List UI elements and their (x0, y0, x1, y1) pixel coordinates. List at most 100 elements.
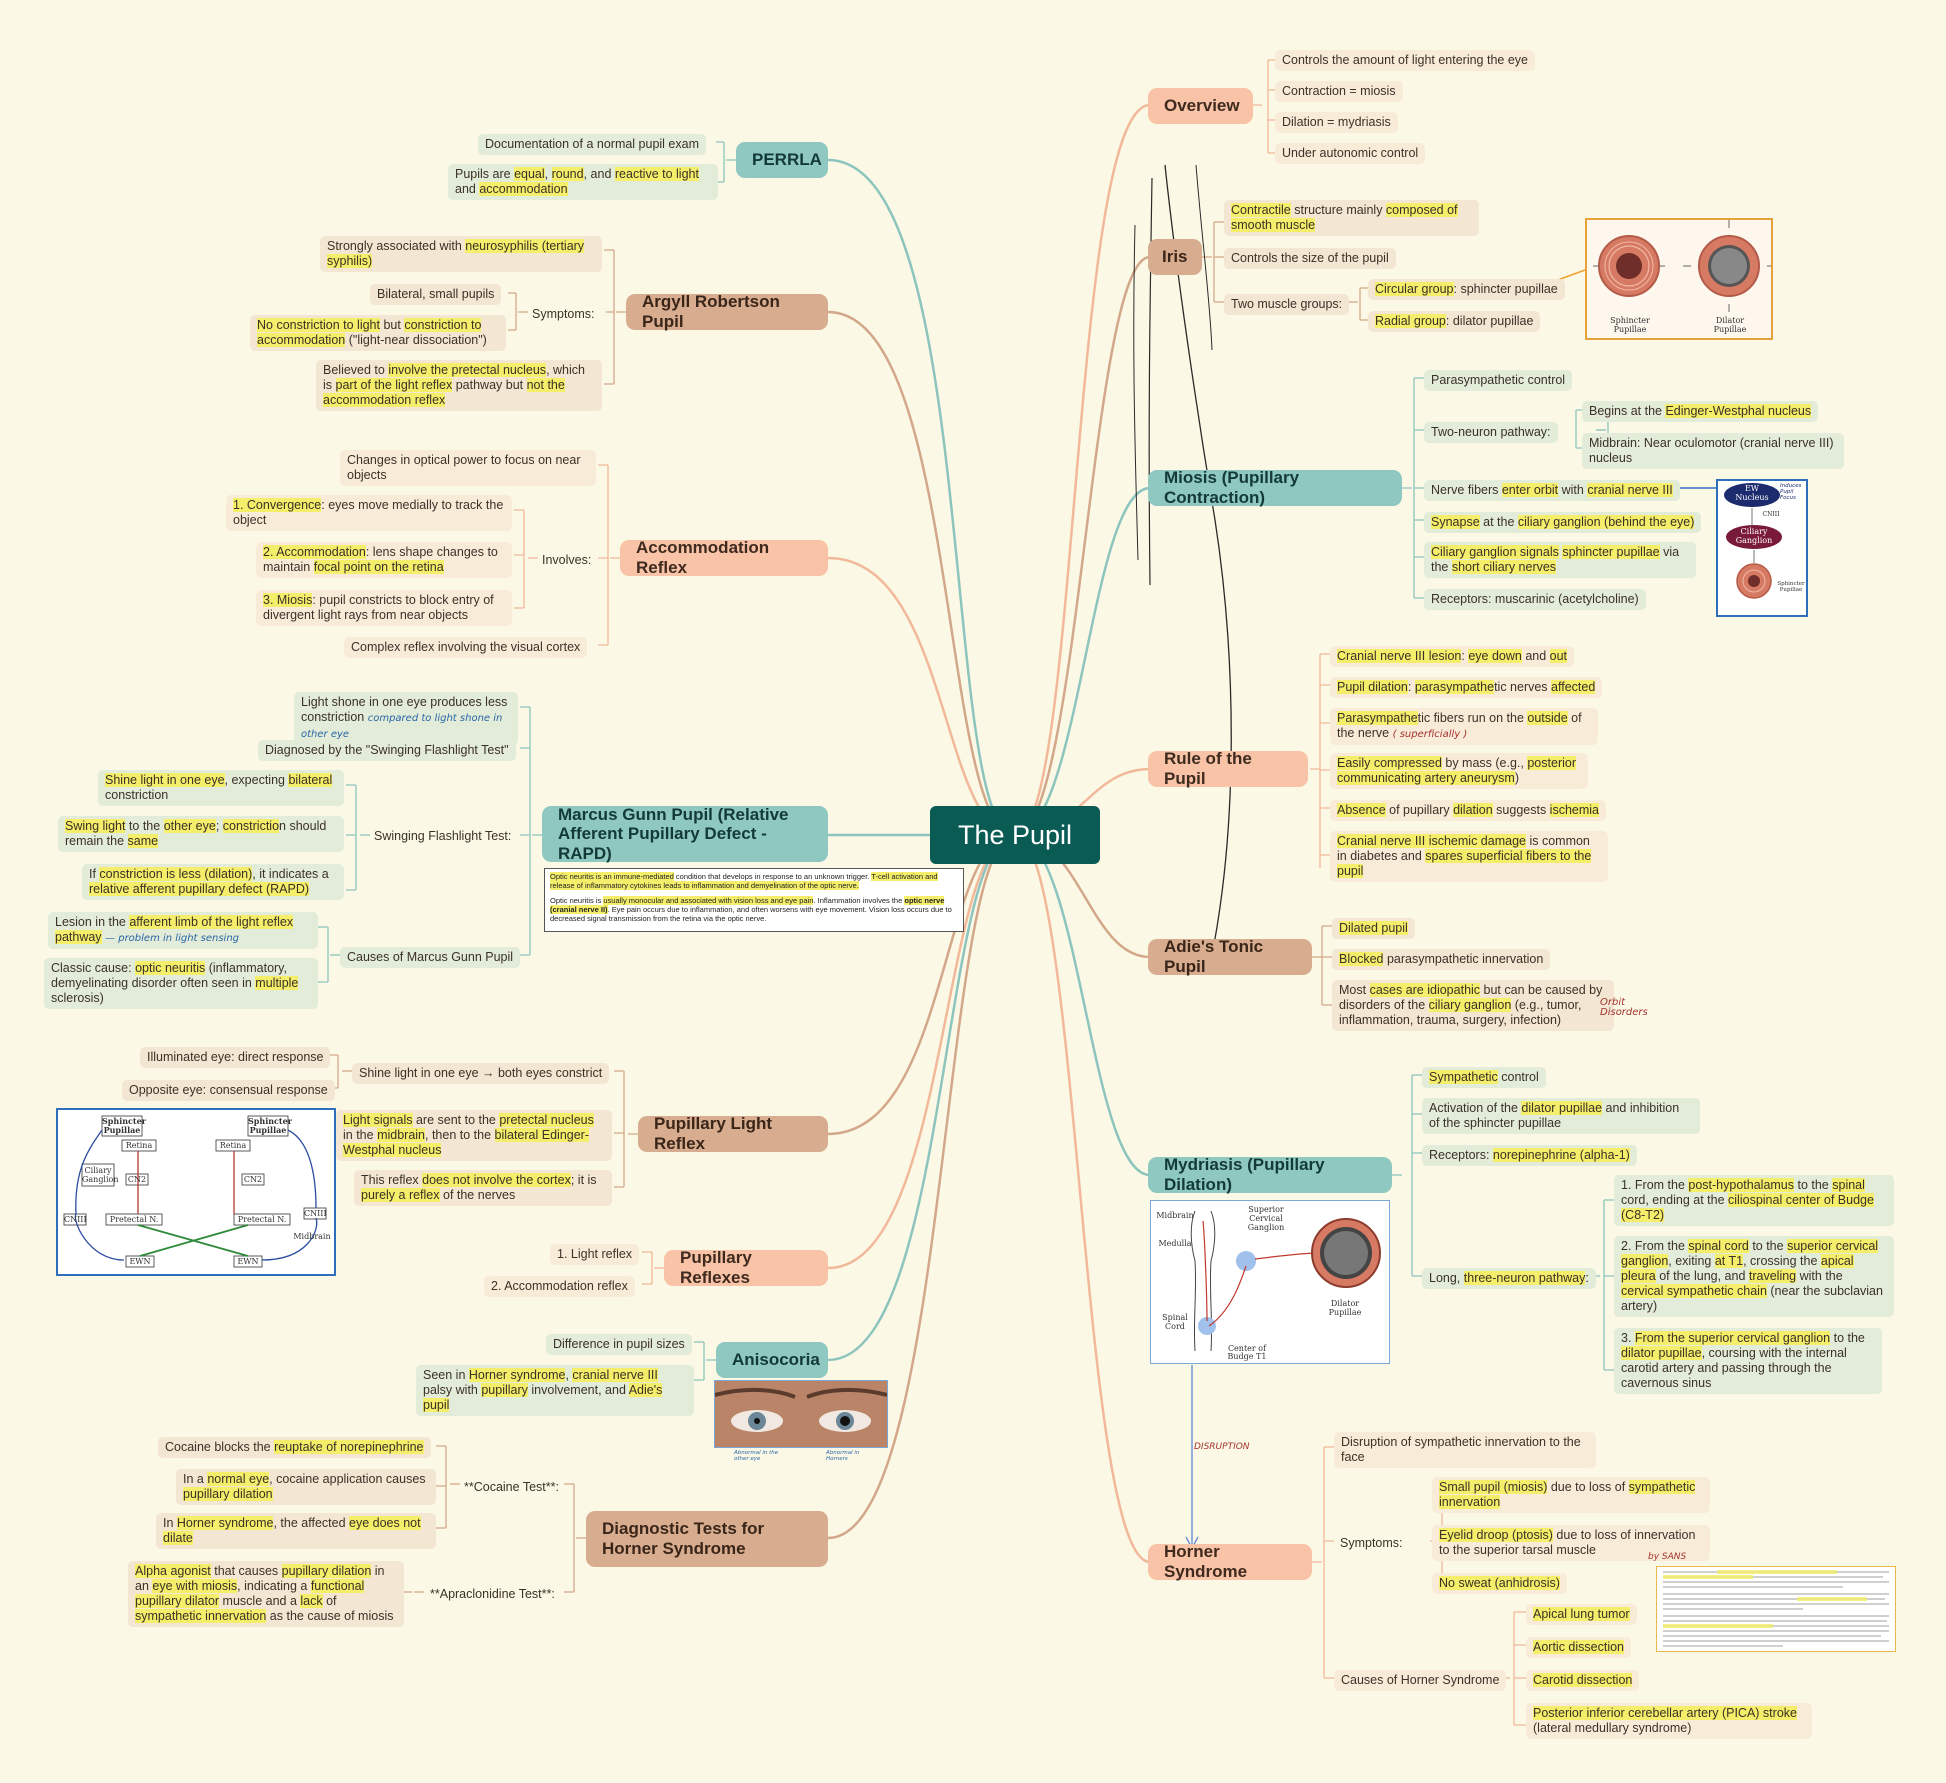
text: Strongly associated with (327, 239, 466, 253)
dilator-pupillae-label: Dilator Pupillae (1328, 1299, 1362, 1317)
hl: Edinger-Westphal nucleus (1665, 404, 1812, 418)
text: that causes (210, 1564, 282, 1578)
perrla-item: Pupils are equal, round, and reactive to… (448, 164, 718, 200)
mydriasis-neuron-1: 1. From the post-hypothalamus to the spi… (1614, 1175, 1894, 1226)
topic-pupillary-light-reflex[interactable]: Pupillary Light Reflex (638, 1114, 828, 1153)
link-overview (1013, 103, 1152, 837)
text: with (1558, 483, 1588, 497)
apraclonidine-item: Alpha agonist that causes pupillary dila… (128, 1561, 404, 1627)
text: , which is (323, 363, 585, 392)
plr-item: This reflex does not involve the cortex;… (354, 1170, 612, 1206)
text: in the (343, 1128, 378, 1142)
hl: multiple (255, 976, 299, 990)
hl: equal (514, 167, 545, 181)
midbrain-label: Midbrain (1156, 1211, 1194, 1220)
mydriasis-item: Receptors: norepinephrine (alpha-1) (1422, 1145, 1637, 1166)
text: muscle and a (219, 1594, 301, 1608)
cocaine-test-label: **Cocaine Test**: (464, 1480, 559, 1494)
topic-mydriasis[interactable]: Mydriasis (Pupillary Dilation) (1148, 1155, 1392, 1194)
hl: Easily compressed (1337, 756, 1442, 770)
hl: Carotid dissection (1533, 1673, 1633, 1687)
text: : (1585, 1271, 1589, 1285)
hl: cranial nerve III (572, 1368, 658, 1382)
topic-diagnostic-tests-horner[interactable]: Diagnostic Tests for Horner Syndrome (586, 1511, 828, 1567)
text: cord, ending at the (1621, 1193, 1729, 1207)
topic-adies-tonic-pupil[interactable]: Adie's Tonic Pupil (1148, 937, 1312, 976)
topic-perrla[interactable]: PERRLA (736, 142, 828, 178)
marcus-causes-label: Causes of Marcus Gunn Pupil (340, 947, 521, 968)
retina-label: Retina (219, 1141, 247, 1150)
sphincter-label: Sphincter Pupillae (102, 1116, 146, 1135)
marcus-cause: Classic cause: optic neuritis (inflammat… (44, 958, 318, 1009)
overview-item: Contraction = miosis (1275, 81, 1403, 102)
accommodation-involves-label: Involves: (542, 553, 592, 567)
marcus-cause: Lesion in the afferent limb of the light… (48, 912, 318, 949)
text: : pupil constricts to block entry of div… (263, 593, 494, 622)
by-sans-note: by SANS (1648, 1552, 1687, 1562)
text: constriction (105, 788, 169, 802)
hl: reactive to light (614, 167, 699, 181)
text: due to loss of innervation to the superi… (1439, 1528, 1696, 1557)
topic-accommodation-reflex[interactable]: Accommodation Reflex (620, 538, 828, 577)
light-reflex-pathway-illustration (63, 1115, 327, 1268)
text: with the (1796, 1269, 1843, 1283)
hl: Pupil dilation (1337, 680, 1408, 694)
pancoast-tumor-textbox (1656, 1566, 1896, 1652)
text: Begins at the (1589, 404, 1666, 418)
text: and inhibition of the sphincter pupillae (1429, 1101, 1680, 1130)
sympathetic-pathway-figure: Midbrain Medulla Spinal Cord Superior Ce… (1150, 1200, 1390, 1364)
hl: out (1549, 649, 1568, 663)
topic-anisocoria[interactable]: Anisocoria (716, 1342, 828, 1378)
mydriasis-item: Sympathetic control (1422, 1067, 1546, 1088)
midbrain-label: Midbrain (293, 1232, 331, 1241)
cniii-label: CNIII (304, 1209, 327, 1218)
swing-step: If constriction is less (dilation), it i… (82, 864, 344, 900)
text: but can be caused by disorders of the (1339, 983, 1603, 1012)
topic-pupillary-reflexes[interactable]: Pupillary Reflexes (664, 1248, 828, 1287)
overview-item: Under autonomic control (1275, 143, 1426, 164)
hl: spinal cord (1688, 1239, 1749, 1253)
text: : sphincter pupillae (1453, 282, 1558, 296)
iris-muscle-illustration (1593, 220, 1775, 312)
horner-symptom: No sweat (anhidrosis) (1432, 1573, 1567, 1594)
text: by mass (e.g., (1441, 756, 1528, 770)
text: 3. (1621, 1331, 1635, 1345)
text: , the affected (273, 1516, 350, 1530)
central-topic[interactable]: The Pupil (930, 806, 1100, 864)
text: (e.g., tumor, inflammation, trauma, surg… (1339, 998, 1582, 1027)
hl: post-hypothalamus (1688, 1178, 1795, 1192)
topic-rule-of-the-pupil[interactable]: Rule of the Pupil (1148, 749, 1308, 788)
text: : dilator pupillae (1445, 314, 1534, 328)
text: Pupils are (455, 167, 515, 181)
horner-symptom: Eyelid droop (ptosis) due to loss of inn… (1432, 1525, 1710, 1561)
rule-item: Cranial nerve III ischemic damage is com… (1330, 831, 1608, 882)
swing-step: Swing light to the other eye; constricti… (58, 816, 344, 852)
hl: Ciliary ganglion signals (1431, 545, 1559, 559)
link-miosis (1013, 486, 1152, 837)
rule-item: Easily compressed by mass (e.g., posteri… (1330, 753, 1588, 789)
miosis-pathway-figure: EW Nucleus CNIII Ciliary Ganglion Sphinc… (1716, 479, 1808, 617)
topic-argyll-robertson-pupil[interactable]: Argyll Robertson Pupil (626, 292, 828, 331)
topic-overview[interactable]: Overview (1148, 88, 1253, 124)
miosis-ew-nucleus: Begins at the Edinger-Westphal nucleus (1582, 401, 1819, 422)
topic-iris[interactable]: Iris (1148, 239, 1202, 275)
text: ; it is (570, 1173, 597, 1187)
text: to the (125, 819, 164, 833)
text: of (322, 1594, 337, 1608)
hl: Eyelid droop (ptosis) (1439, 1528, 1553, 1542)
topic-marcus-gunn-pupil[interactable]: Marcus Gunn Pupil (Relative Afferent Pup… (542, 805, 828, 863)
hl: optic neuritis (135, 961, 206, 975)
topic-miosis[interactable]: Miosis (Pupillary Contraction) (1148, 468, 1402, 507)
hl: outside (1527, 711, 1568, 725)
mydriasis-pathway-label: Long, three-neuron pathway: (1422, 1268, 1596, 1289)
hl: pretectal nucleus (499, 1113, 594, 1127)
mydriasis-neuron-3: 3. From the superior cervical ganglion t… (1614, 1328, 1882, 1394)
marcus-swing-label: Swinging Flashlight Test: (374, 829, 512, 843)
hl: enter orbit (1501, 483, 1559, 497)
text: is common in diabetes and (1337, 834, 1590, 863)
argyll-symptom: Bilateral, small pupils (370, 284, 502, 305)
hl: No constriction to light (257, 318, 380, 332)
topic-horner-syndrome[interactable]: Horner Syndrome (1148, 1542, 1312, 1581)
plr-consensual: Opposite eye: consensual response (122, 1080, 335, 1101)
miosis-pathway-illustration (1724, 483, 1782, 599)
